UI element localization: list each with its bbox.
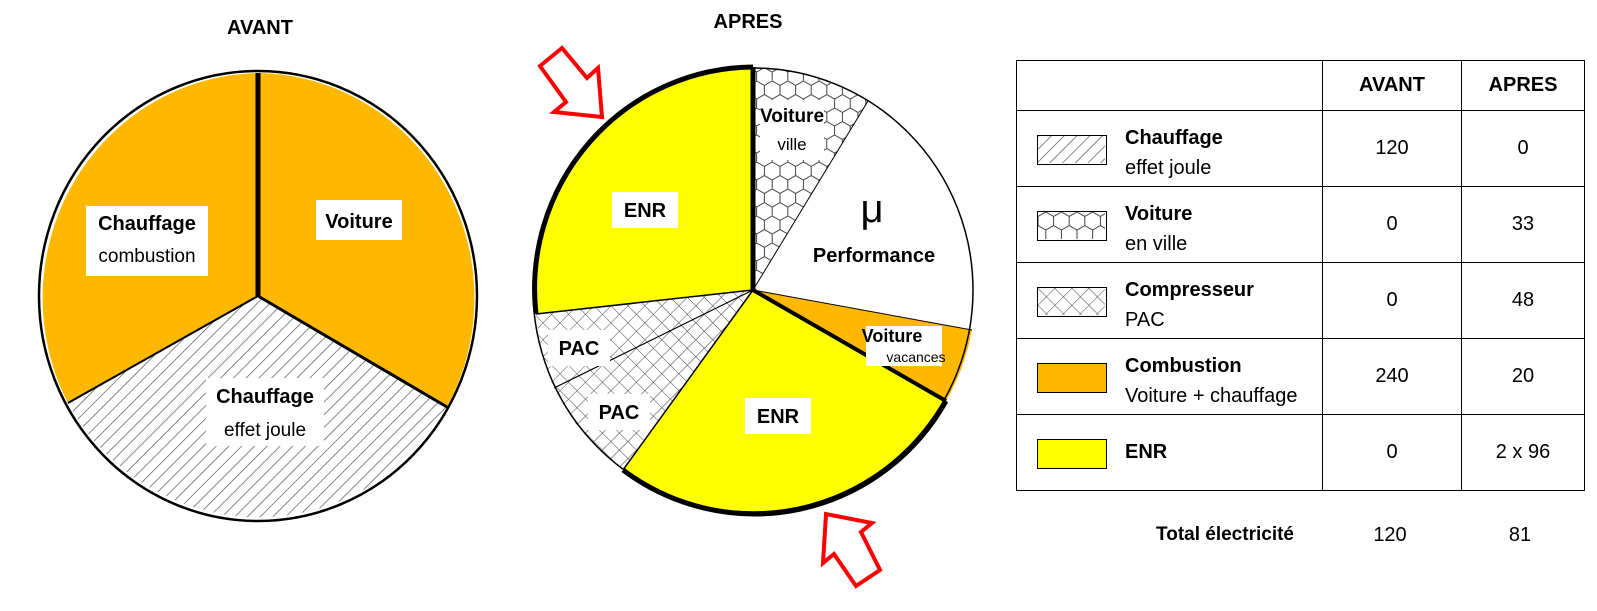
label-box-voiture	[316, 200, 402, 240]
total-label: Total électricité	[1156, 524, 1294, 545]
table-header-row: AVANT APRES	[1016, 60, 1585, 111]
slice-divider	[622, 289, 754, 471]
sublabel-chauffage-combustion: combustion	[98, 246, 195, 267]
arrow-bottom-right-icon	[820, 511, 883, 589]
category-name: Chauffage	[1125, 127, 1223, 149]
pie-apres	[532, 64, 976, 517]
label-voiture-vacances: Voiture	[862, 326, 923, 346]
label-pac-lower: PAC	[599, 402, 640, 424]
category-cell: Chauffage effet joule	[1016, 110, 1323, 187]
swatch-orange-icon	[1037, 363, 1107, 393]
sublabel-chauffage-effet-joule: effet joule	[224, 420, 306, 441]
slice-enr-top	[534, 67, 753, 314]
table-row: ENR 0 2 x 96	[1016, 414, 1585, 491]
slice-divider	[553, 289, 754, 389]
category-sub: PAC	[1125, 309, 1165, 331]
value-avant: 0	[1322, 414, 1462, 491]
category-name: Compresseur	[1125, 279, 1254, 301]
slice-voiture-vacances	[753, 290, 972, 401]
label-voiture-ville: Voiture	[760, 106, 824, 127]
pie-avant-outline	[37, 69, 479, 523]
pie-title-avant: AVANT	[227, 17, 293, 39]
slice-divider	[67, 295, 259, 404]
category-sub: effet joule	[1125, 157, 1212, 179]
label-pac-upper: PAC	[559, 338, 600, 360]
swatch-yellow-icon	[1037, 439, 1107, 469]
swatch-cross-hatch-icon	[1037, 287, 1107, 317]
total-avant: 120	[1373, 524, 1407, 546]
label-box-voiture-ville	[760, 100, 824, 160]
header-apres: APRES	[1461, 60, 1585, 111]
category-cell: Voiture en ville	[1016, 186, 1323, 263]
category-name: Combustion	[1125, 355, 1242, 377]
category-sub: Voiture + chauffage	[1125, 385, 1298, 407]
label-box-chauffage-combustion	[86, 206, 208, 276]
header-avant: AVANT	[1322, 60, 1462, 111]
label-box-enr-bottom	[745, 398, 811, 434]
category-name: ENR	[1125, 441, 1168, 463]
label-box-enr-top	[612, 192, 678, 228]
value-apres: 0	[1461, 110, 1585, 187]
slice-performance	[753, 101, 976, 330]
value-apres: 2 x 96	[1461, 414, 1585, 491]
header-empty	[1016, 60, 1323, 111]
sublabel-voiture-vacances: vacances	[886, 349, 945, 365]
category-cell: Combustion Voiture + chauffage	[1016, 338, 1323, 415]
value-avant: 0	[1322, 262, 1462, 339]
slice-divider	[752, 288, 947, 403]
category-name: Voiture	[1125, 203, 1193, 225]
label-voiture: Voiture	[325, 211, 392, 233]
label-enr-top: ENR	[624, 200, 667, 222]
label-box-chauffage-effet-joule	[206, 378, 324, 446]
label-box-pac-lower	[588, 394, 650, 430]
enr-outline-bottom	[621, 399, 949, 517]
value-apres: 48	[1461, 262, 1585, 339]
slice-divider	[752, 289, 973, 331]
category-cell: ENR	[1016, 414, 1323, 491]
energy-table: AVANT APRES Chauffage effet joule 120 0 …	[1016, 60, 1585, 491]
table-row: Compresseur PAC 0 48	[1016, 262, 1585, 339]
table-row: Voiture en ville 0 33	[1016, 186, 1585, 263]
arrow-top-left-icon	[537, 45, 605, 120]
slice-divider	[752, 100, 869, 291]
slice-divider	[257, 294, 448, 409]
swatch-hexagon-hatch-icon	[1037, 211, 1107, 241]
label-chauffage-effet-joule: Chauffage	[216, 386, 314, 408]
label-box-pac-upper	[548, 330, 610, 366]
table-row: Combustion Voiture + chauffage 240 20	[1016, 338, 1585, 415]
enr-outline-top	[532, 64, 754, 315]
label-chauffage-combustion: Chauffage	[98, 213, 196, 235]
category-cell: Compresseur PAC	[1016, 262, 1323, 339]
table-row: Chauffage effet joule 120 0	[1016, 110, 1585, 187]
total-apres: 81	[1508, 524, 1532, 546]
value-avant: 240	[1322, 338, 1462, 415]
sublabel-voiture-ville: ville	[777, 135, 806, 154]
swatch-diagonal-hatch-icon	[1037, 135, 1107, 165]
value-apres: 33	[1461, 186, 1585, 263]
category-sub: en ville	[1125, 233, 1188, 255]
value-avant: 120	[1322, 110, 1462, 187]
total-row: Total électricité 120 81	[1016, 522, 1584, 552]
mu-symbol: μ	[860, 187, 883, 231]
label-box-voiture-vacances	[866, 326, 942, 366]
label-enr-bottom: ENR	[757, 406, 800, 428]
value-avant: 0	[1322, 186, 1462, 263]
label-performance: Performance	[813, 245, 935, 267]
pie-avant	[37, 69, 479, 523]
pie-title-apres: APRES	[714, 11, 783, 33]
slice-divider	[535, 289, 754, 315]
value-apres: 20	[1461, 338, 1585, 415]
